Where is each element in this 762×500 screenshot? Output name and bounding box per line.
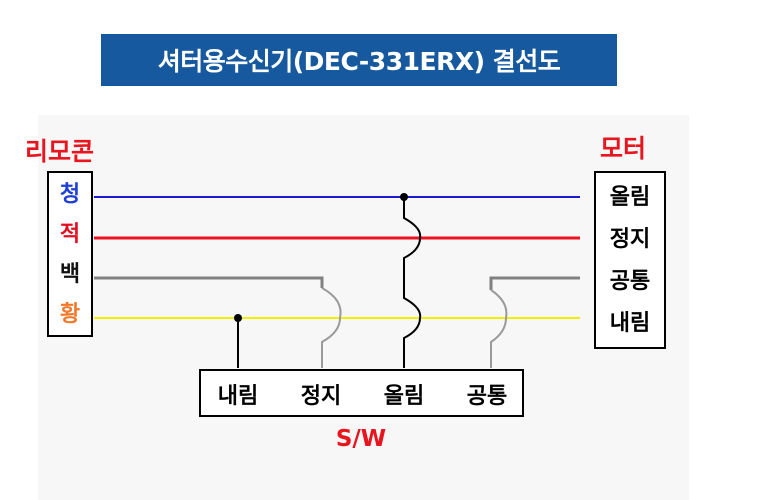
motor-terminal-common: 공통: [610, 269, 650, 294]
switch-terminal-stop: 정지: [301, 384, 341, 409]
diagram-title: 셔터용수신기(DEC-331ERX) 결선도: [101, 34, 617, 86]
motor-terminal-stop: 정지: [610, 227, 650, 252]
switch-terminal-up: 올림: [384, 384, 424, 409]
remote-heading: 리모콘: [25, 137, 94, 166]
switch-caption: S/W: [336, 426, 386, 452]
motor-terminal-box: [594, 171, 666, 349]
wire-gray-motor: [489, 276, 580, 290]
remote-wire-yellow-label: 황: [60, 302, 80, 327]
remote-wire-blue-label: 청: [60, 182, 80, 207]
motor-terminal-up: 올림: [610, 185, 650, 210]
switch-box: [199, 369, 524, 417]
switch-terminal-down: 내림: [218, 384, 258, 409]
motor-heading: 모터: [600, 134, 646, 163]
switch-terminal-common: 공통: [467, 384, 507, 409]
switch-common-wire: [490, 289, 508, 368]
remote-wire-white-label: 백: [60, 262, 80, 287]
motor-terminal-down: 내림: [610, 311, 650, 336]
wire-gray-remote: [94, 276, 324, 288]
switch-stop-wire: [321, 287, 342, 368]
remote-wire-red-label: 적: [60, 222, 80, 247]
remote-connector-box: [47, 171, 93, 337]
switch-up-wire: [403, 197, 422, 368]
diagram-background: [38, 115, 689, 500]
